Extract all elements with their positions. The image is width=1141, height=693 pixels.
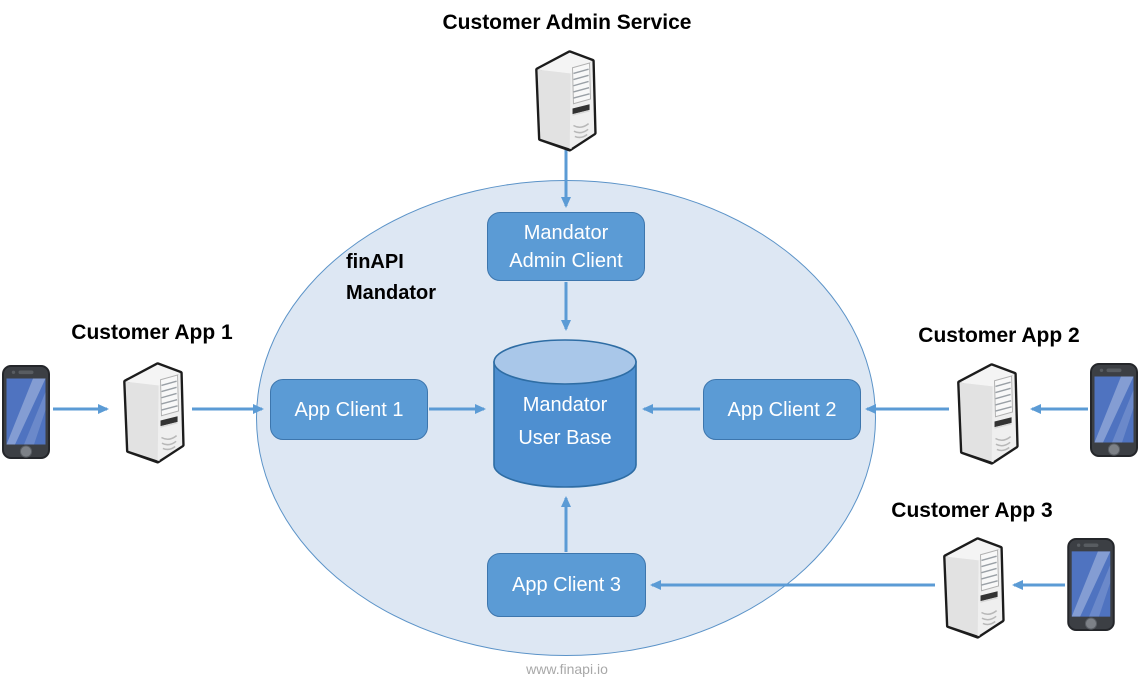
customer-admin-service-server-icon xyxy=(528,46,600,152)
database-cylinder-icon xyxy=(493,339,637,488)
customer-app-1-label: Customer App 1 xyxy=(71,321,233,344)
customer-app-2-server-icon xyxy=(950,358,1022,466)
node-mandator-admin-client: Mandator Admin Client xyxy=(487,212,645,281)
finapi-mandator-caption-line1: finAPI xyxy=(346,251,404,273)
customer-app-1-server-icon xyxy=(114,358,190,464)
node-mandator-user-base: Mandator User Base xyxy=(492,337,638,490)
mandator-user-base-line2: User Base xyxy=(518,427,612,449)
mandator-user-base-label: Mandator User Base xyxy=(492,390,638,454)
app-client-3-label: App Client 3 xyxy=(512,574,621,596)
node-app-client-2: App Client 2 xyxy=(703,379,861,440)
customer-app-3-smartphone-icon xyxy=(1067,538,1115,631)
finapi-mandator-caption: finAPI Mandator xyxy=(346,247,436,309)
finapi-mandator-caption-line2: Mandator xyxy=(346,282,436,304)
customer-app-3-label: Customer App 3 xyxy=(891,499,1053,522)
app-client-1-label: App Client 1 xyxy=(294,398,404,421)
customer-app-2-smartphone-icon xyxy=(1090,363,1138,457)
app-client-2-label: App Client 2 xyxy=(727,398,837,421)
customer-app-1-smartphone-icon xyxy=(2,365,50,459)
node-app-client-3: App Client 3 xyxy=(487,553,646,617)
website-url: www.finapi.io xyxy=(526,661,608,677)
mandator-user-base-line1: Mandator xyxy=(522,394,608,416)
customer-app-2-label: Customer App 2 xyxy=(918,324,1080,347)
customer-admin-service-label: Customer Admin Service xyxy=(442,11,692,34)
node-app-client-1: App Client 1 xyxy=(270,379,428,440)
mandator-admin-client-line2: Admin Client xyxy=(509,249,623,272)
mandator-admin-client-line1: Mandator xyxy=(523,221,609,244)
customer-app-3-server-icon xyxy=(936,532,1008,640)
